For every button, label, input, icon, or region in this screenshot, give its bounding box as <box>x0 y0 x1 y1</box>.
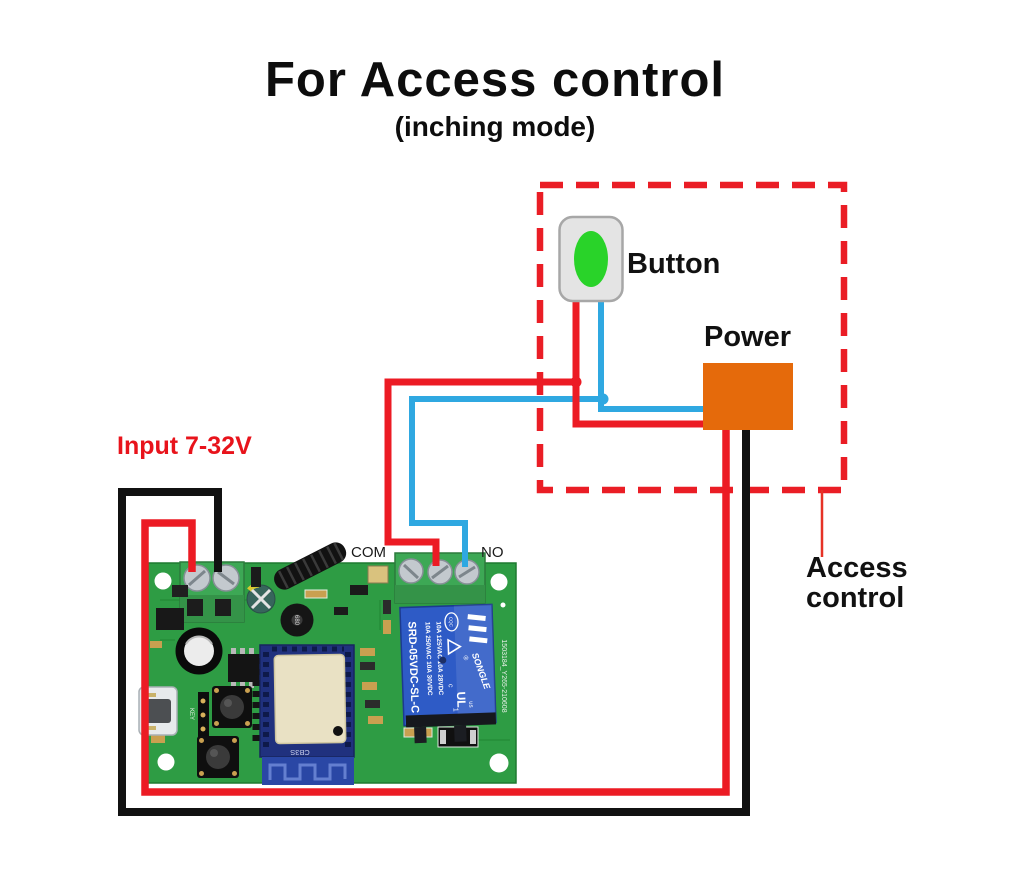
smd-components <box>150 565 479 748</box>
relay-triangle-logo <box>447 638 462 656</box>
red-wire-button-to-power <box>572 296 706 428</box>
relay-bars-logo <box>467 614 488 644</box>
black-supply-wire <box>118 428 750 816</box>
relay-model-text: SRD-05VDC-SL-C <box>405 621 420 713</box>
title-block: For Access control (inching mode) <box>0 52 990 143</box>
page-title: For Access control <box>264 53 726 107</box>
wifi-module: CB3S <box>252 644 355 785</box>
relay-rating2-text: 10A 125VAC 10A 28VDC <box>434 621 444 695</box>
relay-pin1: 1 <box>451 708 458 712</box>
button-label: Button <box>627 248 721 280</box>
relay: SRD-05VDC-SL-C 10A 250VAC 10A 30VDC 10A … <box>399 603 497 744</box>
access-control-line1: Access <box>806 552 908 584</box>
red-supply-wire <box>141 428 730 796</box>
pcb-silkscreen-text: 1503184_Y265-210608 <box>500 639 507 712</box>
coil-antenna <box>274 542 347 590</box>
pcb-antenna-trace <box>268 763 347 781</box>
tactile-button-2 <box>197 736 239 778</box>
wifi-module-name-text: CB3S <box>290 748 310 757</box>
relay-ul-c: c <box>447 684 454 688</box>
push-button-illustration <box>558 215 624 303</box>
tactile-button-1 <box>212 686 252 728</box>
relay-ul-us: us <box>467 701 473 708</box>
relay-rating1-text: 10A 250VAC 10A 30VDC <box>423 622 433 696</box>
access-control-label: Access control <box>806 553 908 613</box>
access-control-dashed-box <box>536 181 848 494</box>
relay-terminal-block <box>394 552 486 604</box>
power-supply-box <box>703 363 793 430</box>
relay-reg-mark: ® <box>462 655 470 660</box>
inductor: 680 <box>280 603 314 637</box>
pcb-mounting-holes <box>154 572 509 773</box>
blue-wire-no-branch <box>409 396 603 567</box>
key-pin-header: KEY <box>188 692 209 740</box>
page-subtitle: (inching mode) <box>394 111 596 142</box>
relay-cert-text: CQC <box>448 617 453 628</box>
power-label: Power <box>704 321 792 353</box>
input-voltage-label: Input 7-32V <box>117 432 252 460</box>
trimmer-component <box>246 582 276 614</box>
blue-junction-dot <box>597 393 609 405</box>
com-terminal-label: COM <box>351 544 386 561</box>
capacitor <box>175 627 223 675</box>
red-junction-dot <box>570 376 582 388</box>
relay-module-pcb: 680 <box>138 542 517 785</box>
button-green-dome <box>574 231 608 287</box>
inductor-value-text: 680 <box>293 615 299 626</box>
blue-wire-button-to-power <box>598 296 706 412</box>
red-wire-com-branch <box>384 378 576 566</box>
relay-ul: UL <box>454 691 469 707</box>
no-terminal-label: NO <box>481 544 504 561</box>
access-control-line2: control <box>806 582 905 614</box>
key-label-text: KEY <box>188 708 194 720</box>
